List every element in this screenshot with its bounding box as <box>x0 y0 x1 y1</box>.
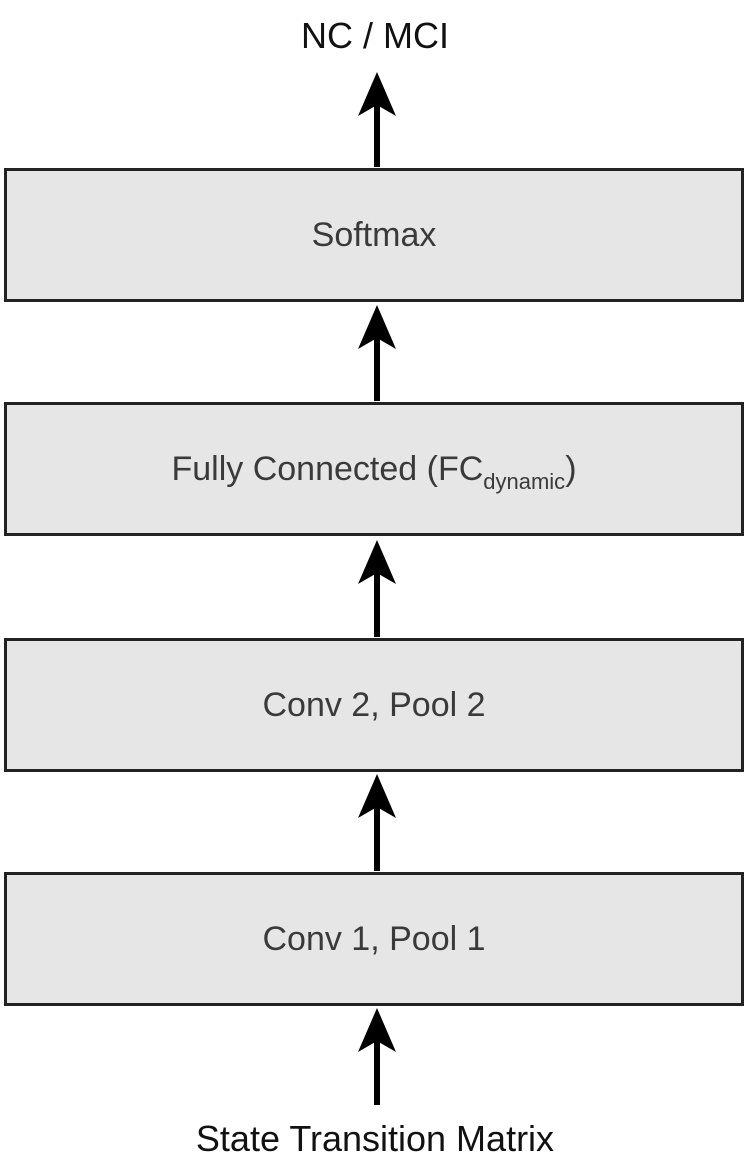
arrow-fc-to-softmax <box>358 305 396 401</box>
conv2-pool2-layer-label: Conv 2, Pool 2 <box>262 685 486 724</box>
fully-connected-layer-box: Fully Connected (FCdynamic) <box>4 402 744 536</box>
arrow-conv1-to-conv2 <box>358 774 396 871</box>
fully-connected-label-text: Fully Connected (FC <box>171 449 484 488</box>
conv2-pool2-layer-box: Conv 2, Pool 2 <box>4 638 744 772</box>
arrow-softmax-to-output <box>358 72 396 167</box>
output-label: NC / MCI <box>301 15 449 56</box>
fully-connected-label-suffix: ) <box>565 449 577 488</box>
softmax-layer-label: Softmax <box>311 215 437 254</box>
conv1-pool1-layer-label: Conv 1, Pool 1 <box>262 919 486 958</box>
softmax-layer-box: Softmax <box>4 168 744 302</box>
input-label: State Transition Matrix <box>195 1118 555 1159</box>
fully-connected-layer-label: Fully Connected (FCdynamic) <box>171 449 577 493</box>
arrow-conv2-to-fc <box>358 540 396 637</box>
arrow-input-to-conv1 <box>358 1008 396 1105</box>
conv1-pool1-layer-box: Conv 1, Pool 1 <box>4 872 744 1006</box>
fully-connected-label-subscript: dynamic <box>483 468 566 494</box>
